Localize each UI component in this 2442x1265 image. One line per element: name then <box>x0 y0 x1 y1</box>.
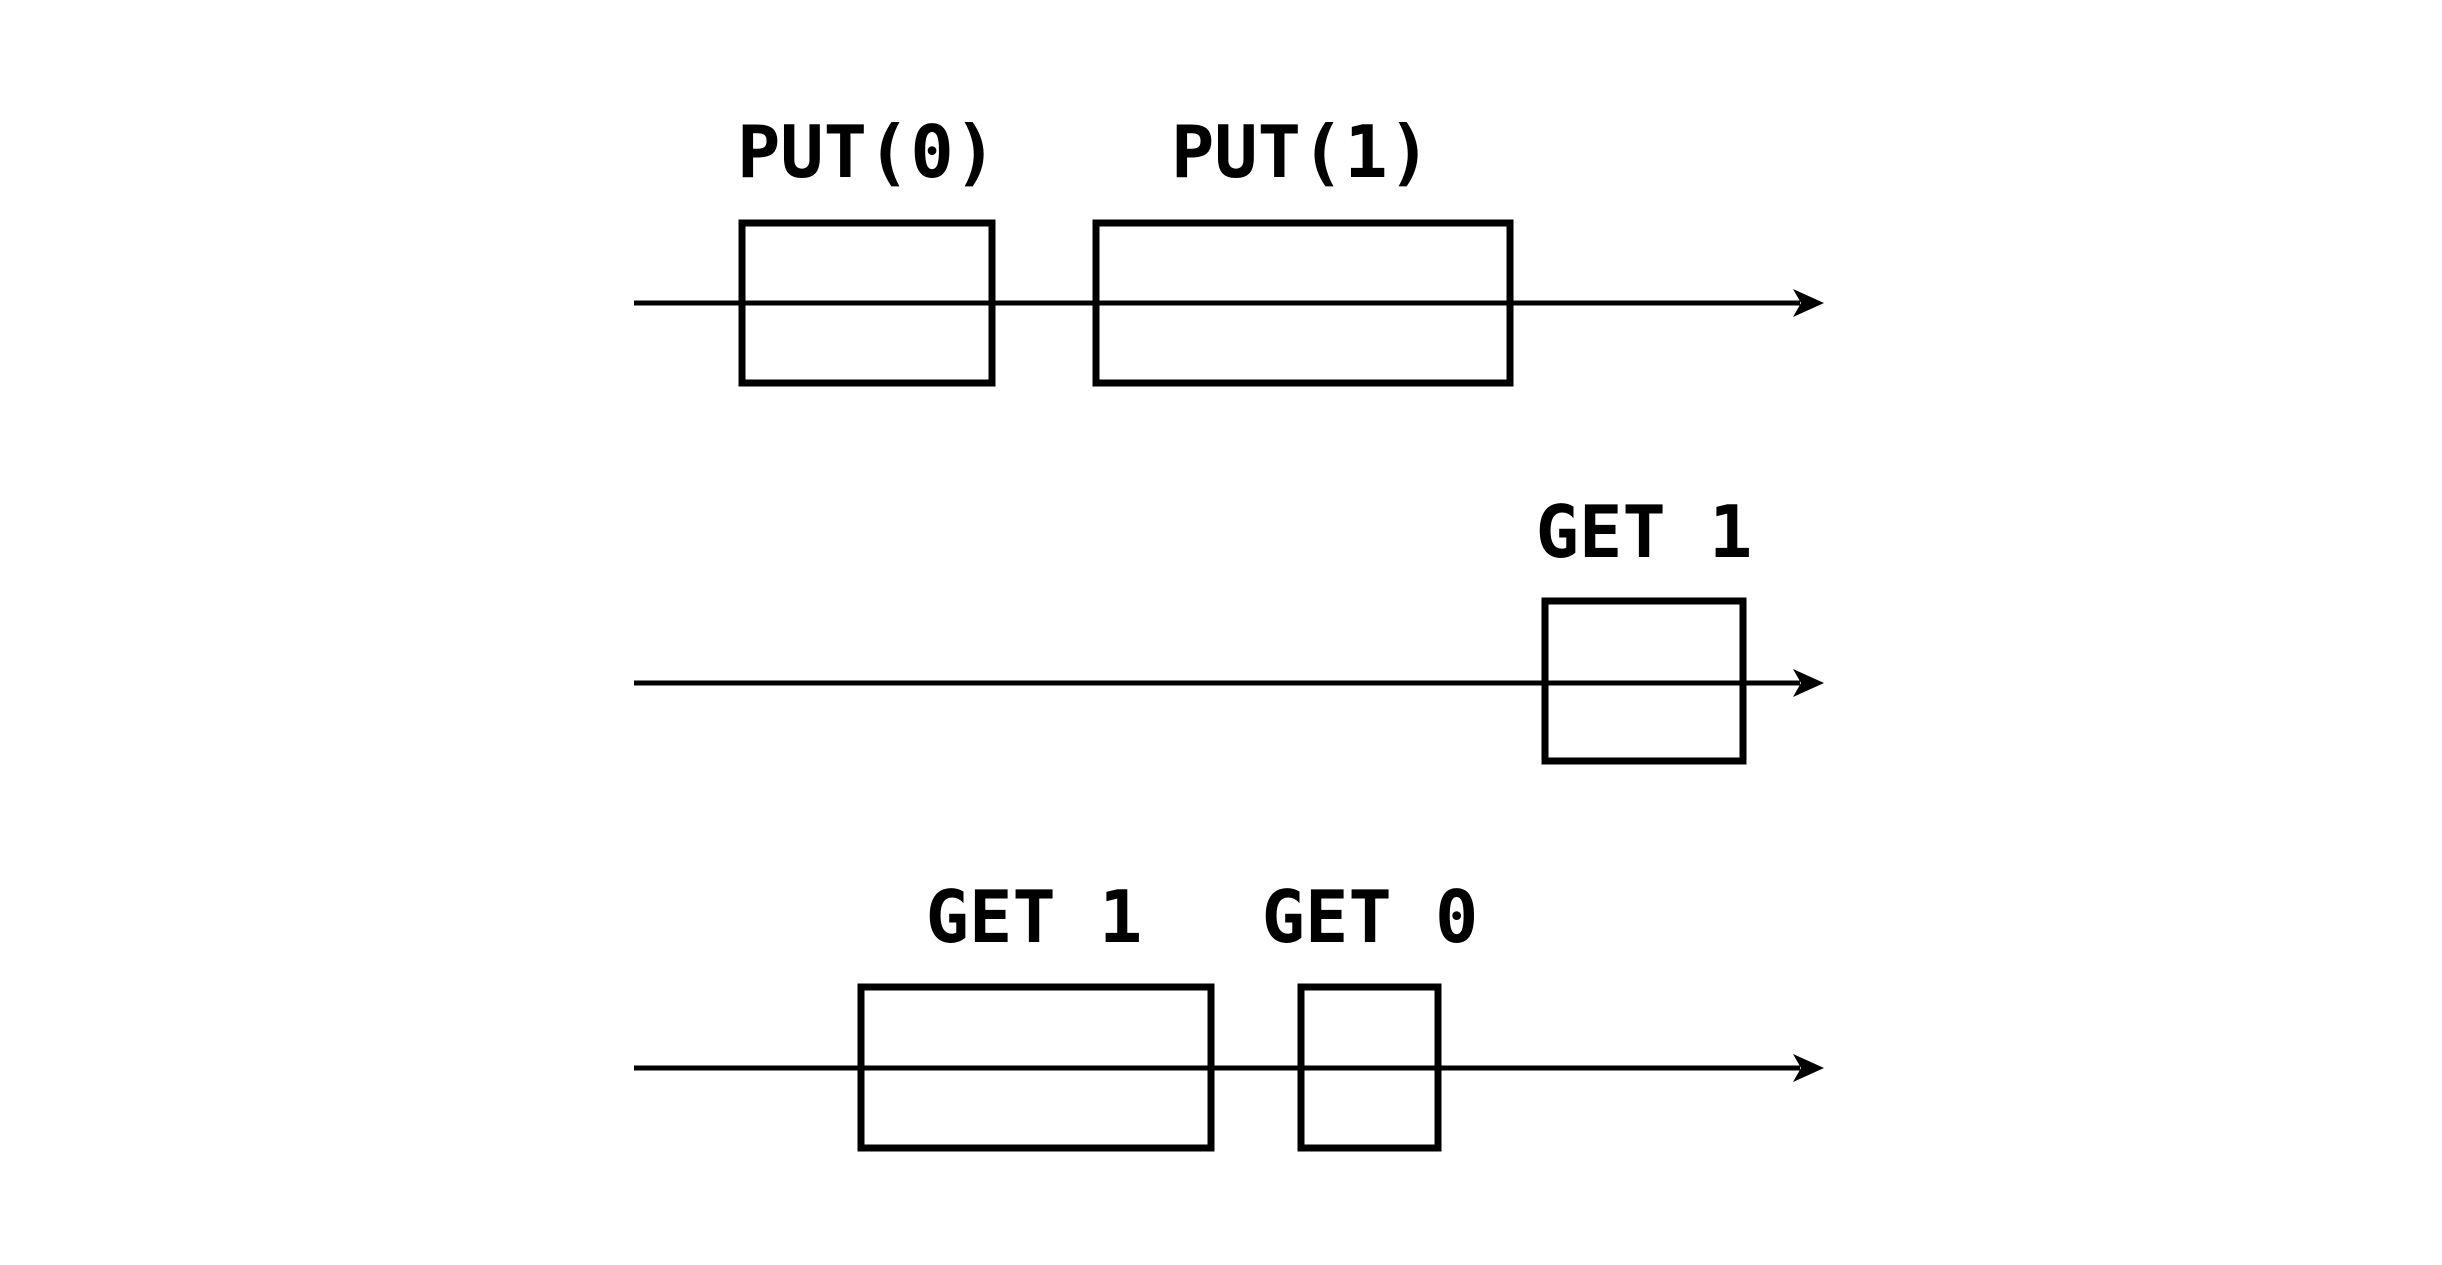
operation-label-put-0: PUT(0) <box>737 110 997 194</box>
operation-label-put-1: PUT(1) <box>1171 110 1431 194</box>
operation-label-get-1: GET 1 <box>926 875 1143 959</box>
operation-label-get-1: GET 1 <box>1536 490 1753 574</box>
process-1-timeline: PUT(0) PUT(1) <box>634 110 1824 387</box>
operation-box-get-1 <box>1541 597 1747 765</box>
arrow-head-icon <box>1793 289 1824 317</box>
operation-label-get-0: GET 0 <box>1262 875 1479 959</box>
arrow-head-icon <box>1793 669 1824 697</box>
operation-box-get-1 <box>857 983 1215 1152</box>
arrow-head-icon <box>1793 1054 1824 1082</box>
operation-box-get-0 <box>1297 983 1442 1152</box>
operation-box-put-1 <box>1092 219 1514 387</box>
process-2-timeline: GET 1 <box>634 490 1824 765</box>
operation-box-put-0 <box>738 219 996 387</box>
process-3-timeline: GET 1 GET 0 <box>634 875 1824 1152</box>
